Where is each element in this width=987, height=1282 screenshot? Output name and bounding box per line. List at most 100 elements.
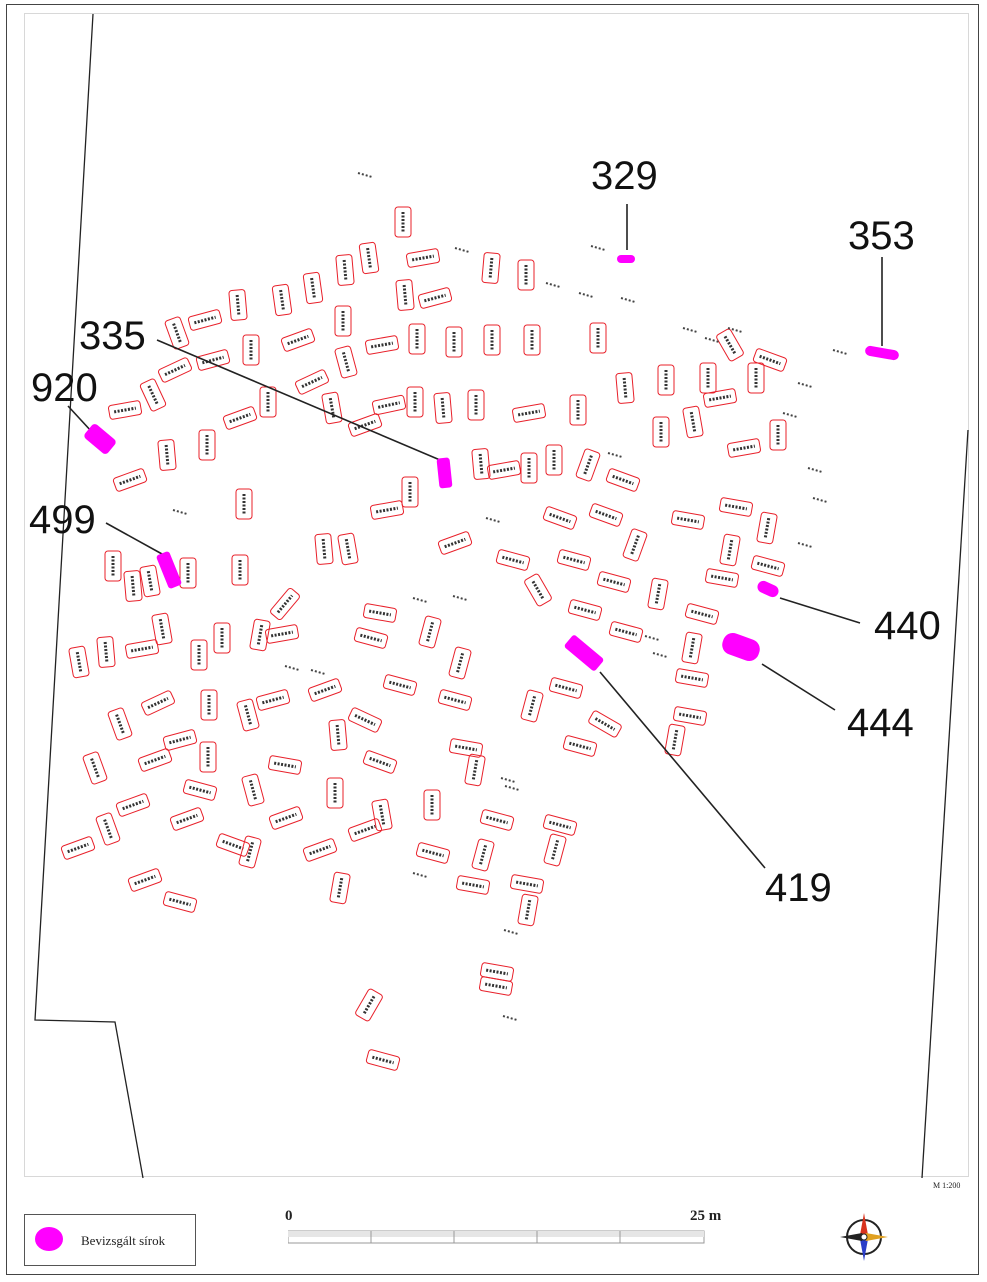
skeleton-sketch: [103, 819, 113, 839]
skeleton-sketch: [478, 844, 488, 866]
skeleton-sketch: [484, 982, 508, 990]
grave-outline: [169, 807, 205, 831]
grave-outline: [471, 838, 495, 872]
grave-outline: [596, 571, 632, 593]
grave-outline: [756, 511, 778, 545]
grave-outline: [705, 568, 739, 588]
skeleton-sketch: [549, 512, 571, 524]
skeleton-sketch: [147, 696, 169, 710]
skeleton-sketch: [341, 351, 351, 373]
grave-outline: [589, 322, 607, 354]
grave-outline: [615, 372, 635, 404]
grave-outline: [719, 533, 741, 567]
skeleton-sketch: [287, 334, 309, 346]
grave-353-marker[interactable]: [864, 345, 899, 361]
skeleton-sketch: [671, 729, 679, 751]
grave-outline: [437, 531, 473, 555]
grave-outline: [60, 836, 96, 860]
skeleton-sketch: [344, 538, 352, 560]
grave-outline: [259, 386, 277, 418]
grave-outline: [125, 639, 159, 659]
grave-outline: [664, 723, 686, 757]
skeleton-sketch: [471, 759, 479, 781]
grave-outline: [370, 500, 404, 520]
skeleton-sketch: [756, 561, 780, 571]
grave-outline: [512, 403, 546, 423]
grave-outline: [326, 777, 344, 809]
grave-outline: [657, 364, 675, 396]
grave-outline: [363, 603, 397, 623]
grave-outline: [335, 254, 355, 286]
skeleton-sketch: [158, 618, 166, 640]
grave-440-marker[interactable]: [755, 579, 780, 599]
grave-444-marker[interactable]: [719, 630, 762, 664]
skeleton-sketch: [75, 651, 83, 673]
bone-fragment: [782, 412, 798, 418]
bone-fragment: [652, 652, 668, 658]
skeleton-sketch: [554, 683, 578, 693]
grave-335-marker[interactable]: [436, 457, 453, 489]
grave-outline: [401, 476, 419, 508]
grave-outline: [271, 283, 293, 317]
skeleton-sketch: [515, 880, 539, 888]
skeleton-sketch: [550, 839, 560, 861]
grave-920-marker[interactable]: [83, 422, 118, 455]
grave-outline: [268, 806, 304, 830]
bone-fragment: [412, 872, 428, 878]
skeleton-sketch: [548, 820, 572, 830]
grave-outline: [268, 755, 302, 775]
grave-outline: [449, 738, 483, 758]
skeleton-sketch: [688, 637, 696, 659]
skeleton-sketch: [144, 754, 166, 766]
grave-outline: [605, 468, 641, 492]
grave-outline: [334, 345, 358, 379]
grave-outline: [471, 448, 491, 480]
grave-419-marker[interactable]: [564, 634, 605, 672]
grave-outline: [270, 587, 300, 621]
grave-499-marker[interactable]: [156, 551, 182, 590]
grave-outline: [337, 532, 359, 566]
skeleton-sketch: [134, 874, 156, 886]
grave-outline: [567, 599, 603, 621]
grave-label-499: 499: [29, 498, 96, 542]
grave-329-marker[interactable]: [617, 255, 635, 263]
skeleton-sketch: [164, 363, 186, 377]
skeleton-sketch: [411, 254, 435, 262]
grave-outline: [448, 646, 472, 680]
grave-outline: [671, 510, 705, 530]
bone-fragment: [797, 542, 813, 548]
grave-outline: [371, 394, 407, 416]
grave-outline: [348, 707, 382, 733]
skeleton-sketch: [67, 842, 89, 854]
grave-outline: [195, 349, 231, 371]
skeleton-sketch: [444, 537, 466, 549]
skeleton-sketch: [172, 323, 182, 343]
grave-outline: [479, 809, 515, 831]
grave-outline: [235, 488, 253, 520]
bone-fragment: [682, 327, 698, 333]
skeleton-sketch: [680, 674, 704, 682]
grave-outline: [437, 689, 473, 711]
bone-fragment: [620, 297, 636, 303]
skeleton-sketch: [168, 897, 192, 907]
grave-outline: [481, 252, 501, 284]
grave-outline: [255, 689, 291, 711]
grave-outline: [703, 388, 737, 408]
skeleton-sketch: [595, 509, 617, 521]
skeleton-sketch: [602, 577, 626, 587]
grave-outline: [157, 439, 177, 471]
skeleton-sketch: [310, 277, 316, 299]
grave-outline: [545, 444, 563, 476]
grave-outline: [487, 460, 521, 480]
skeleton-sketch: [248, 779, 258, 801]
skeleton-sketch: [261, 695, 285, 705]
skeleton-sketch: [122, 799, 144, 811]
legend-box: Bevizsgált sírok: [24, 1214, 196, 1266]
grave-outline: [238, 835, 262, 869]
skeleton-sketch: [622, 377, 628, 399]
bone-fragment: [357, 172, 373, 178]
skeleton-sketch: [378, 804, 386, 826]
grave-outline: [182, 779, 218, 801]
skeleton-sketch: [342, 259, 348, 281]
grave-outline: [82, 751, 108, 785]
